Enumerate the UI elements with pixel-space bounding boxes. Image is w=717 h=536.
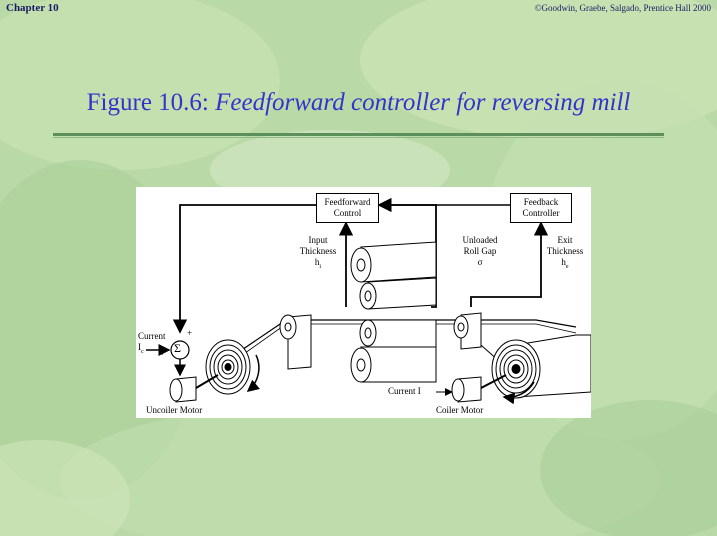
sum-plus-top: + [187, 328, 193, 338]
right-deflector-roll [453, 312, 482, 350]
feedback-label-line1: Feedback [523, 197, 559, 207]
exit-thickness-signal [470, 221, 549, 307]
coiler-motor-label: Coiler Motor [436, 405, 484, 415]
input-thickness-symbol: hi [296, 257, 340, 273]
current-input-i: I [138, 342, 141, 352]
input-thickness-h: h [314, 257, 320, 267]
roll-gap-symbol: σ [477, 257, 483, 267]
exit-thickness-label: Exit Thickness he [542, 235, 588, 273]
title-underline [53, 133, 664, 136]
left-deflector-roll [279, 314, 312, 370]
uncoiler-coil [205, 339, 260, 395]
chapter-label: Chapter 10 [6, 2, 59, 14]
feedforward-label-line2: Control [333, 208, 362, 218]
roll-gap-line1: Unloaded [462, 235, 498, 245]
current-coiler-label: Current I [388, 386, 421, 396]
current-input-subscript: c [141, 348, 144, 355]
feedforward-output-line [172, 204, 316, 334]
roll-gap-line2: Roll Gap [463, 246, 497, 256]
roll-stack [350, 241, 437, 383]
exit-thickness-h: h [561, 257, 566, 267]
summing-symbol: Σ [174, 341, 181, 355]
input-thickness-line2: Thickness [299, 246, 337, 256]
exit-thickness-line2: Thickness [546, 246, 584, 256]
title-underline-light [53, 137, 664, 138]
feedback-label-line2: Controller [522, 208, 560, 218]
figure-number: Figure 10.6: [86, 89, 216, 116]
input-thickness-label: Input Thickness hi [296, 235, 340, 273]
sum-plus-bottom: + [160, 348, 166, 358]
unloaded-roll-gap-label: Unloaded Roll Gap σ [456, 235, 504, 268]
coiler-motor-icon [436, 374, 507, 403]
input-thickness-line1: Input [308, 235, 328, 245]
current-input-label: Current Ic [138, 331, 166, 358]
page-title: Figure 10.6: Feedforward controller for … [0, 89, 717, 117]
exit-thickness-symbol: he [542, 257, 588, 273]
exit-thickness-subscript: e [565, 263, 569, 270]
feedforward-label-line1: Feedforward [324, 197, 371, 207]
uncoiler-motor-icon [169, 374, 219, 403]
copyright-notice: ©Goodwin, Graebe, Salgado, Prentice Hall… [534, 3, 711, 13]
current-input-line1: Current [138, 331, 166, 341]
figure-caption: Feedforward controller for reversing mil… [215, 89, 631, 116]
coiler-coil [491, 334, 591, 405]
mill-drawing [146, 197, 591, 405]
uncoiler-motor-label: Uncoiler Motor [146, 405, 203, 415]
summing-junction [170, 340, 190, 360]
current-input-symbol: Ic [138, 342, 166, 358]
exit-thickness-line1: Exit [557, 235, 573, 245]
input-thickness-subscript: i [319, 263, 322, 270]
